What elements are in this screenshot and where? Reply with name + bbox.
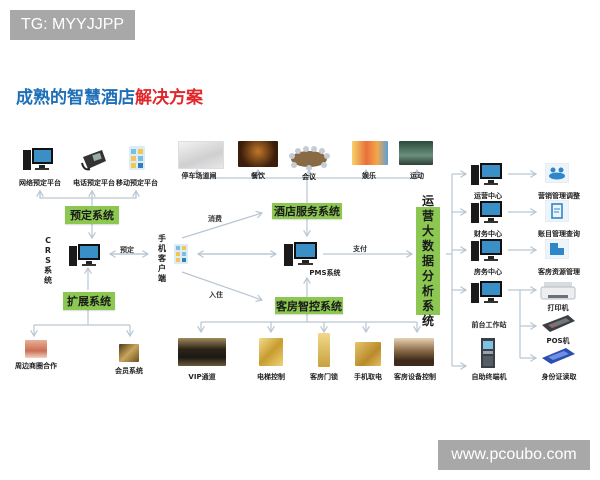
booking-channel-label: 网络预定平台 [19, 179, 61, 187]
entertainment-icon [352, 141, 388, 165]
front-desk-device-label: POS机 [546, 337, 570, 345]
title-part-2: 解决方案 [135, 88, 203, 108]
watermark-top: TG: MYYJJPP [10, 10, 135, 40]
elevator-icon [259, 338, 283, 366]
front-desk-device-label: 身份证读取 [541, 373, 577, 381]
room-control-label: 客房门锁 [310, 373, 338, 381]
edge-label-pay: 支付 [353, 245, 367, 253]
crs-computer-icon [68, 242, 102, 274]
analytics-char: 析 [421, 283, 434, 298]
mobile-client-icon [174, 244, 188, 268]
front-desk-computer-icon [470, 280, 504, 312]
mobile-app-icon [128, 145, 146, 175]
desktop-computer-icon [22, 146, 54, 178]
center-label: 房务中心 [474, 268, 502, 276]
room-control-label: VIP通道 [188, 373, 216, 381]
mobile-client-char: 手 [158, 234, 166, 243]
hotel-service-system-box: 酒店服务系统 [272, 203, 342, 219]
analytics-char: 分 [421, 268, 434, 283]
front-desk-device-label: 打印机 [547, 304, 569, 312]
hotel-service-label: 运动 [410, 172, 424, 180]
expansion-system-box: 扩展系统 [63, 292, 115, 310]
dining-icon [238, 141, 278, 167]
booking-system-box: 预定系统 [65, 206, 119, 224]
mobile-client-char: 客 [158, 254, 166, 263]
kiosk-label: 自助终端机 [471, 373, 507, 381]
membership-icon [119, 344, 139, 362]
business-partner-icon [25, 340, 47, 358]
title-part-1: 成熟的智慧酒店 [16, 88, 135, 108]
power-switch-icon [355, 342, 381, 366]
hotel-service-label: 餐饮 [251, 172, 265, 180]
telephone-icon [80, 147, 108, 177]
id-card-reader-icon [540, 346, 576, 370]
parking-gate-icon [178, 141, 224, 169]
room-control-label: 客房设备控制 [394, 373, 436, 381]
analytics-char: 据 [421, 253, 434, 268]
analytics-char: 统 [421, 313, 434, 328]
analytics-system-box: 运 营 大 数 据 分 析 系 统 [416, 194, 440, 328]
sports-icon [399, 141, 433, 165]
room-device-icon [394, 338, 434, 366]
room-control-label: 手机取电 [354, 373, 382, 381]
analytics-char: 数 [421, 238, 434, 253]
crs-char: S [45, 256, 51, 265]
pos-terminal-icon [540, 313, 576, 337]
analytics-char: 系 [421, 298, 434, 313]
crs-char: R [44, 246, 52, 255]
analytics-char: 营 [421, 208, 434, 223]
hotel-service-label: 停车场道闸 [181, 172, 217, 180]
booking-channel-label: 移动预定平台 [116, 179, 158, 187]
mobile-client-char: 端 [158, 274, 166, 283]
kiosk-icon [480, 338, 496, 372]
meeting-icon [288, 146, 330, 174]
crs-char: C [45, 236, 51, 245]
front-desk-label: 前台工作站 [471, 321, 507, 329]
crs-char: 统 [44, 276, 52, 285]
pms-computer-icon [283, 240, 319, 274]
crs-char: 系 [44, 266, 52, 275]
center-target-label: 账目管理查询 [538, 230, 580, 238]
housekeeping-center-computer-icon [470, 238, 504, 270]
operations-center-computer-icon [470, 162, 504, 194]
mobile-client-char: 户 [158, 264, 166, 273]
pms-system-label: PMS系统 [309, 269, 341, 277]
analytics-char: 运 [421, 193, 434, 208]
marketing-icon [544, 162, 570, 187]
printer-icon [540, 280, 576, 306]
mobile-client-label: 手 机 客 户 端 [158, 234, 166, 284]
watermark-bottom: www.pcoubo.com [438, 440, 590, 470]
finance-center-computer-icon [470, 200, 504, 232]
edge-label-checkin: 入住 [209, 291, 223, 299]
mobile-client-char: 机 [158, 244, 166, 253]
door-lock-icon [318, 333, 330, 367]
crs-system-label: C R S 系 统 [44, 236, 52, 286]
center-target-label: 客房资源管理 [538, 268, 580, 276]
center-label: 运营中心 [474, 192, 502, 200]
page-title: 成熟的智慧酒店解决方案 [16, 83, 203, 108]
center-target-label: 营销管理调整 [538, 192, 580, 200]
analytics-char: 大 [421, 223, 434, 238]
booking-channel-label: 电话预定平台 [73, 179, 115, 187]
vip-channel-icon [178, 338, 226, 366]
hotel-service-label: 会议 [302, 173, 316, 181]
edge-label-booking: 预定 [120, 246, 134, 254]
room-resource-icon [544, 238, 570, 263]
accounts-icon [544, 199, 570, 226]
room-control-label: 电梯控制 [257, 373, 285, 381]
expansion-item-label: 会员系统 [115, 367, 143, 375]
hotel-service-label: 娱乐 [362, 172, 376, 180]
edge-label-consume: 消费 [208, 215, 222, 223]
room-control-system-box: 客房智控系统 [275, 297, 343, 314]
center-label: 财务中心 [474, 230, 502, 238]
expansion-item-label: 周边商圈合作 [15, 362, 57, 370]
